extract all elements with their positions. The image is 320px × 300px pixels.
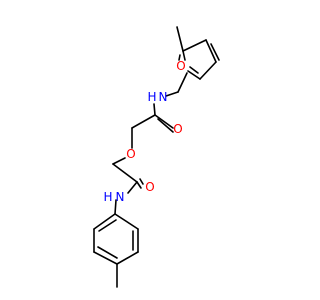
bond-furan-c1-c2 [182,39,207,52]
atom-amide1-nitrogen: N [159,90,168,104]
bond-benzene-4-5-double [97,246,118,259]
atom-amide2-hydrogen: H [103,190,112,204]
bond-benzene-3-4 [116,251,139,265]
atom-ether-oxygen: O [126,147,135,161]
bond-amide1-c-ch2 [131,114,156,129]
bond-furan-c4-c5-double [189,66,199,74]
bond-benzene-1-2 [114,213,139,230]
bond-ether-o-ch2 [112,157,126,165]
bond-furan-c4-c5 [187,70,201,80]
bond-furan-c2-c3 [205,39,217,63]
structure-svg: O N H O O O N H [93,26,220,288]
atom-amide1-hydrogen: H [147,90,156,104]
bond-ch2-n1 [165,91,179,97]
bond-benzene-4-5 [93,251,118,265]
atom-amide2-nitrogen: N [116,190,125,204]
bond-amide2-c-o-double [139,178,144,185]
atom-amide1-oxygen: O [173,122,182,136]
atom-amide2-oxygen: O [145,180,154,194]
bond-ch2-amide2-c [112,163,138,183]
bond-benzene-6-1 [93,213,116,230]
bond-furan-c3-c4 [199,61,217,80]
bond-furan-c2-c3-double [210,43,220,61]
bond-amide1-c-o [154,114,174,129]
bond-benzene-6-1-double [98,219,117,232]
molecule-diagram: O N H O O O N H [93,26,220,288]
bond-n2-ring [114,199,117,215]
bond-furan-c1-o [182,50,186,61]
bond-furan-c5-o [178,54,181,61]
bond-amide1-c-o-double [157,118,174,133]
atom-furan-oxygen: O [176,59,185,73]
bond-furan-ch2 [177,72,188,93]
bond-furan-methyl [176,26,184,52]
bond-amide2-c-n [127,181,138,194]
bond-n1-c [153,103,156,116]
bond-amide2-c-o [136,181,142,189]
